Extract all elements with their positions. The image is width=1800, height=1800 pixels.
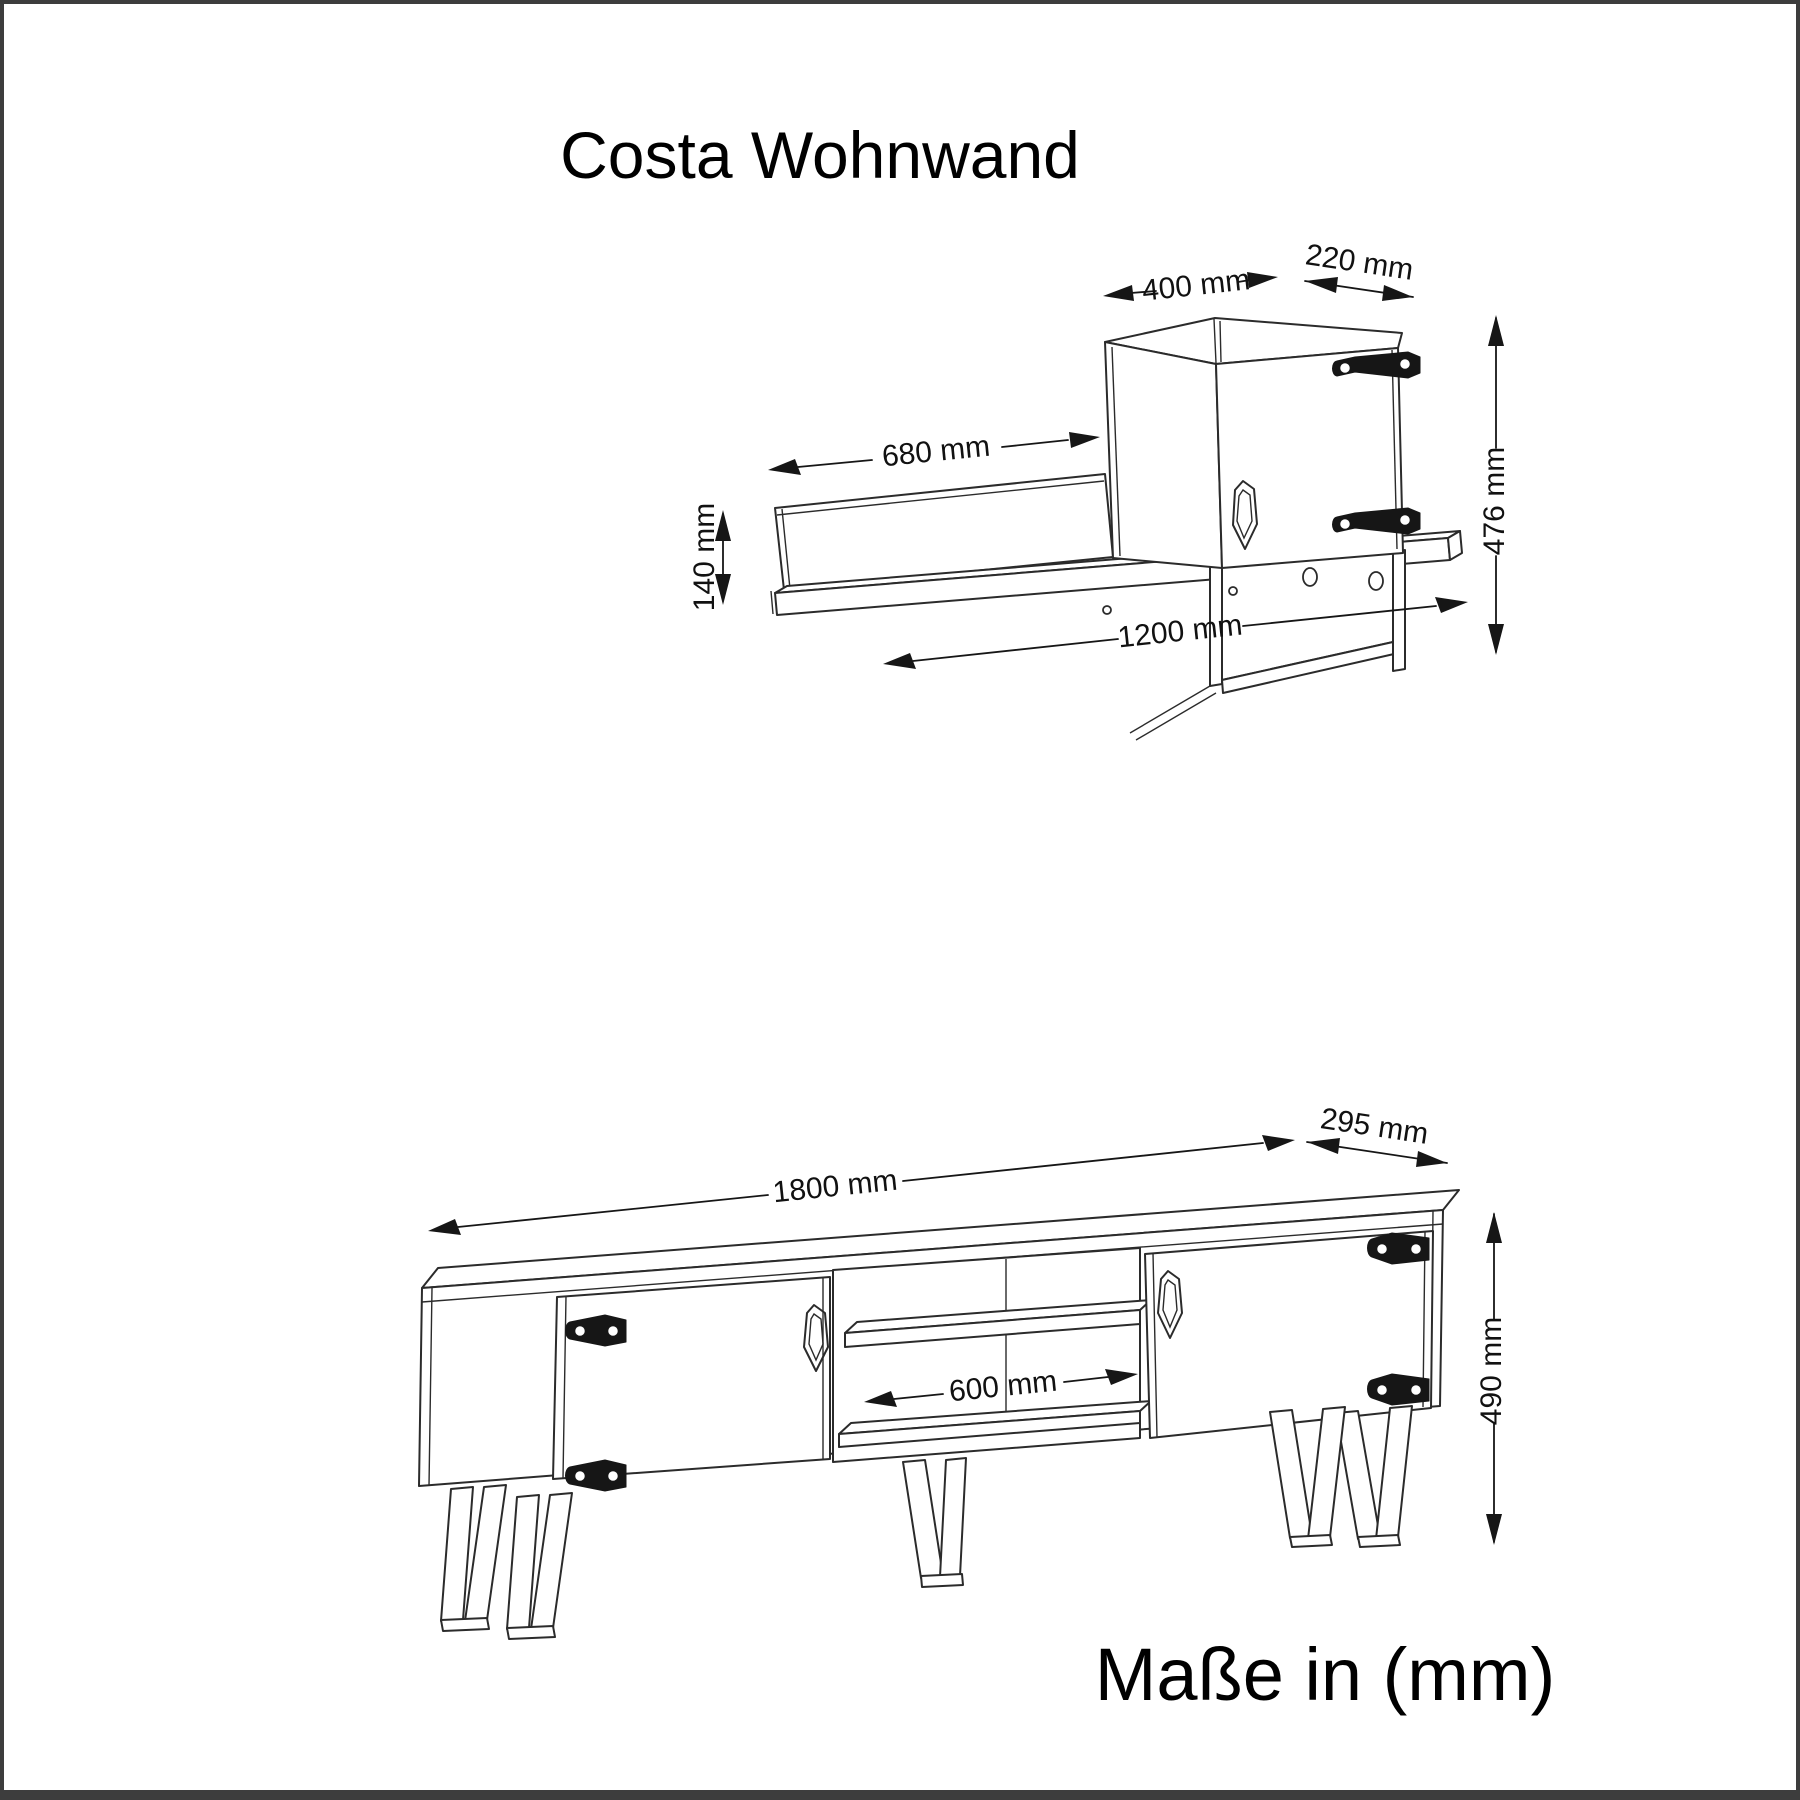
dim-stand-height-label: 490 mm — [1475, 1317, 1508, 1425]
page-title: Costa Wohnwand — [560, 118, 1080, 192]
bottom-shelf-front — [838, 1410, 1141, 1448]
shelf-back-panel-edge — [776, 480, 1105, 590]
hinge-icon — [565, 1459, 627, 1492]
shelf-board-end-left — [770, 590, 774, 615]
cabinet-side-edge — [1111, 346, 1121, 557]
dim-total-height: 476 mm — [1478, 315, 1511, 655]
units-note: Maße in (mm) — [1095, 1633, 1555, 1716]
cabinet-side-panel — [1104, 341, 1223, 569]
middle-shelf-front — [844, 1309, 1141, 1348]
hinge-icon — [1367, 1232, 1430, 1265]
left-door-edges — [562, 1278, 824, 1479]
tv-stand-drawing: 1800 mm 295 mm 600 mm 490 mm — [418, 1102, 1508, 1640]
leg-right-back — [1335, 1405, 1413, 1548]
mounting-hole — [1102, 605, 1112, 615]
dim-shelf-back-height-label: 140 mm — [688, 503, 721, 611]
hinge-icon — [565, 1314, 627, 1347]
door-handle-icon — [1232, 480, 1258, 550]
dim-stand-height: 490 mm — [1475, 1212, 1508, 1545]
leg-left-front — [440, 1484, 507, 1632]
dim-cabinet-width: 400 mm — [1103, 263, 1278, 308]
compartment-underside-lines — [1129, 685, 1217, 741]
door-handle-icon — [1157, 1270, 1183, 1339]
mounting-hole — [1302, 567, 1318, 587]
cabinet-door — [1215, 347, 1404, 569]
dim-cabinet-depth: 220 mm — [1303, 238, 1415, 301]
mounting-hole — [1368, 571, 1384, 591]
leg-left-back — [506, 1492, 573, 1640]
dim-shelf-back-height: 140 mm — [688, 503, 731, 611]
door-handle-icon — [803, 1304, 829, 1372]
mounting-hole — [1228, 586, 1238, 596]
leg-right-front — [1269, 1406, 1346, 1548]
leg-middle — [902, 1457, 967, 1588]
hinge-icon — [1332, 507, 1421, 535]
dim-cabinet-width-label: 400 mm — [1140, 263, 1251, 308]
dim-shelf-length: 680 mm — [768, 430, 1100, 475]
left-door — [552, 1276, 831, 1480]
dim-stand-width-label: 1800 mm — [771, 1164, 899, 1210]
dim-shelf-length-label: 680 mm — [880, 430, 991, 474]
dim-stand-depth: 295 mm — [1306, 1102, 1448, 1167]
hinge-icon — [1367, 1373, 1430, 1406]
right-door — [1144, 1230, 1434, 1439]
wall-unit-drawing: 400 mm 220 mm 680 mm 140 mm — [688, 238, 1511, 741]
shelf-board-end-right — [1447, 530, 1463, 561]
dim-total-height-label: 476 mm — [1478, 447, 1511, 555]
hinge-icon — [1332, 351, 1421, 379]
